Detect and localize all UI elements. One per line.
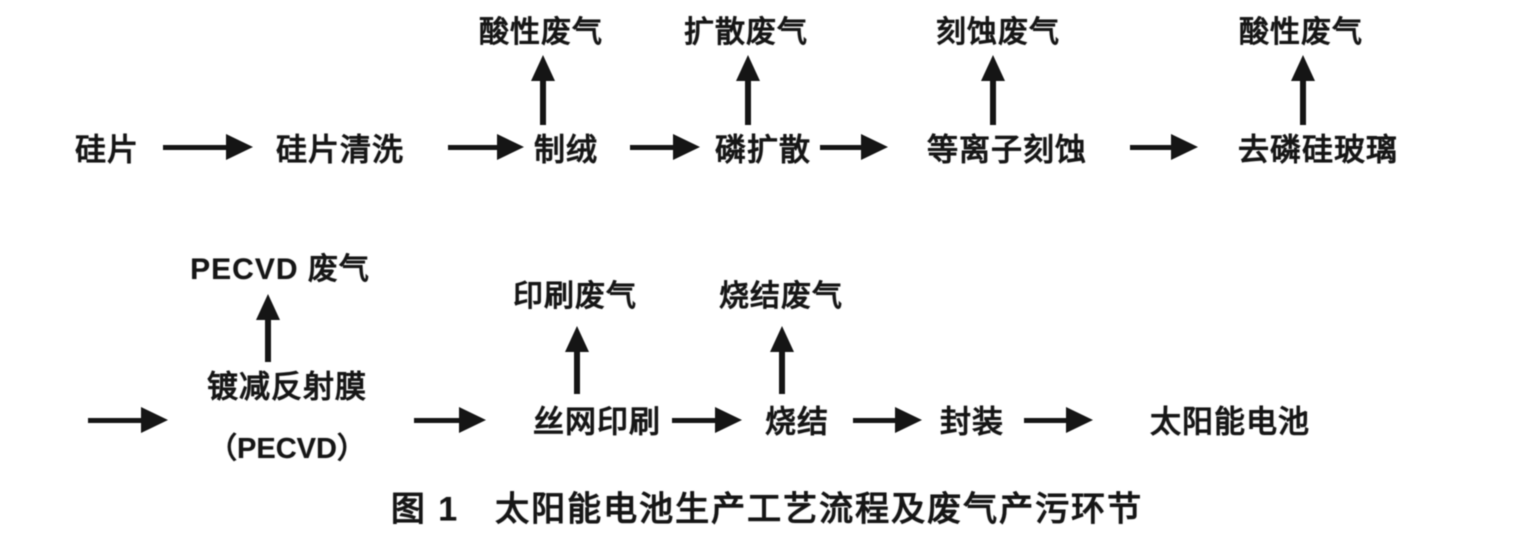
arrow-up-icon <box>530 55 556 125</box>
arrow-right-icon <box>672 406 742 434</box>
process-step-phosphorus-diffusion: 磷扩散 <box>715 132 811 168</box>
arrow-right-icon <box>1024 406 1093 434</box>
process-step-ar-coating: 镀减反射膜 <box>207 369 367 405</box>
process-step-plasma-etching: 等离子刻蚀 <box>927 132 1087 168</box>
process-step-wafer-cleaning: 硅片清洗 <box>276 132 404 168</box>
waste-label-etching-gas: 刻蚀废气 <box>936 16 1060 49</box>
process-step-solar-cell: 太阳能电池 <box>1150 404 1310 440</box>
waste-label-acidic-gas-2: 酸性废气 <box>1239 16 1363 49</box>
waste-label-pecvd-gas: PECVD 废气 <box>190 253 370 286</box>
arrow-up-icon <box>1290 55 1316 125</box>
arrow-up-icon <box>255 294 281 362</box>
arrow-right-icon <box>1130 133 1198 161</box>
arrow-right-icon <box>414 406 486 434</box>
arrow-up-icon <box>769 326 795 394</box>
waste-label-diffusion-gas: 扩散废气 <box>684 16 808 49</box>
process-step-texturing: 制绒 <box>534 132 598 168</box>
process-step-psg-removal: 去磷硅玻璃 <box>1238 132 1398 168</box>
waste-label-sintering-gas: 烧结废气 <box>719 280 843 313</box>
process-step-ar-coating-sublabel: （PECVD） <box>208 433 366 465</box>
figure-caption: 图 1 太阳能电池生产工艺流程及废气产污环节 <box>390 490 1144 529</box>
waste-label-acidic-gas-1: 酸性废气 <box>479 16 603 49</box>
arrow-right-icon <box>820 133 888 161</box>
arrow-right-icon <box>88 406 168 434</box>
arrow-up-icon <box>564 326 590 394</box>
arrow-up-icon <box>735 55 761 125</box>
process-step-encapsulation: 封装 <box>940 404 1004 440</box>
process-step-screen-printing: 丝网印刷 <box>533 404 661 440</box>
arrow-right-icon <box>853 406 922 434</box>
arrow-right-icon <box>163 133 253 161</box>
waste-label-printing-gas: 印刷废气 <box>513 280 637 313</box>
process-step-silicon-wafer: 硅片 <box>75 132 139 168</box>
process-step-sintering: 烧结 <box>765 404 829 440</box>
arrow-up-icon <box>980 55 1006 125</box>
arrow-right-icon <box>630 133 700 161</box>
arrow-right-icon <box>448 133 524 161</box>
